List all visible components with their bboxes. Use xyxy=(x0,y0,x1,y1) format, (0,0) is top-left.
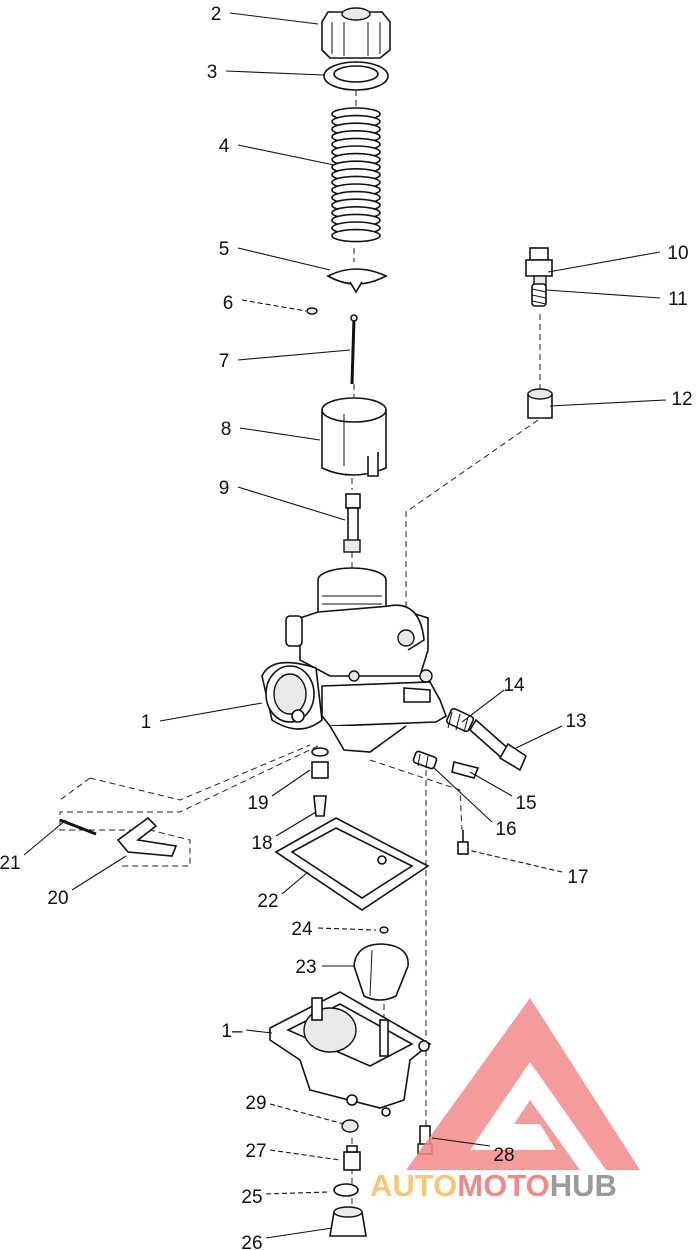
callout-leader-line xyxy=(275,811,317,837)
starter-plunger xyxy=(527,388,553,419)
callout-number: 7 xyxy=(219,351,230,372)
callout-number: 6 xyxy=(223,293,234,314)
callout-number: 21 xyxy=(0,853,21,874)
cable-adjuster xyxy=(525,247,553,287)
callout-number: 5 xyxy=(219,239,230,260)
callout-number: 16 xyxy=(495,819,516,840)
logo-text-moto: MOTO xyxy=(457,1168,549,1203)
callout-number: 4 xyxy=(219,136,230,157)
callout-leader-line xyxy=(23,819,67,856)
callout-number: 3 xyxy=(207,62,218,83)
callout-number: 13 xyxy=(565,711,586,732)
callout-number: 27 xyxy=(245,1141,266,1162)
main-jet-washer xyxy=(379,926,389,934)
svg-text:AUTOMOTOHUB: AUTOMOTOHUB xyxy=(370,1168,617,1203)
callout-number: 26 xyxy=(241,1233,262,1250)
callout-layer: 11–2345678910111213141516171819202122232… xyxy=(0,4,693,1250)
callout-leader-line xyxy=(71,855,127,891)
main-jet xyxy=(343,1145,361,1171)
idle-adjust-screw xyxy=(468,718,527,772)
callout-leader-line xyxy=(239,427,321,441)
callout-number: 12 xyxy=(671,389,692,410)
callout-number: 11 xyxy=(668,289,688,310)
needle-retainer-plate xyxy=(326,268,388,294)
callout-leader-line xyxy=(431,1137,491,1147)
callout-number: 24 xyxy=(291,919,313,940)
top-cap xyxy=(321,7,391,59)
callout-leader-line xyxy=(237,144,335,166)
spring-coil xyxy=(331,228,381,243)
callout-leader-line xyxy=(245,1029,273,1034)
float-needle-valve xyxy=(313,795,327,817)
drain-washer xyxy=(341,1119,359,1133)
callout-leader-line xyxy=(549,399,667,407)
callout-number: 2 xyxy=(211,4,222,25)
throttle-valve xyxy=(321,397,387,477)
callout-leader-line xyxy=(547,251,661,273)
callout-number: 9 xyxy=(219,478,230,499)
callout-number: 10 xyxy=(667,243,688,264)
logo-triangle-mark xyxy=(406,998,640,1170)
logo-text-auto: AUTO xyxy=(370,1168,457,1203)
callout-leader-line xyxy=(271,769,311,797)
callout-leader-line xyxy=(281,871,309,895)
callout-number: 8 xyxy=(221,419,232,440)
carburetor-body xyxy=(261,567,447,753)
callout-leader-line xyxy=(225,70,325,76)
callout-number: 17 xyxy=(567,867,588,888)
body-screw xyxy=(457,830,469,855)
adjuster-spring xyxy=(531,283,547,307)
callout-number: 28 xyxy=(493,1145,514,1166)
float-pin xyxy=(59,818,97,836)
needle-clip xyxy=(306,307,318,315)
callout-number: 1– xyxy=(221,1021,243,1042)
callout-number: 1 xyxy=(141,712,152,733)
callout-leader-line xyxy=(269,1103,345,1125)
float-valve-seat xyxy=(311,747,329,779)
cap-gasket xyxy=(323,61,389,91)
plug-washer xyxy=(333,1183,359,1197)
logo-text-hub: HUB xyxy=(550,1168,617,1203)
callout-number: 23 xyxy=(295,957,316,978)
callout-leader-line xyxy=(515,725,563,749)
callout-leader-line xyxy=(265,1227,333,1239)
callout-leader-line xyxy=(241,299,307,312)
float-bowl-gasket xyxy=(274,817,430,911)
float-arm xyxy=(116,816,178,857)
callout-number: 29 xyxy=(245,1093,266,1114)
drain-plug xyxy=(329,1206,367,1237)
automotohub-logo: AUTOMOTOHUB xyxy=(370,998,640,1203)
callout-leader-line xyxy=(265,1191,329,1195)
callout-leader-line xyxy=(237,247,331,271)
callout-number: 20 xyxy=(47,888,68,909)
callout-number: 15 xyxy=(515,793,536,814)
callout-leader-line xyxy=(433,767,493,823)
callout-leader-line xyxy=(467,849,563,873)
callout-leader-line xyxy=(317,927,377,931)
assembly-axis-lines xyxy=(59,90,541,1220)
idle-screw-spring xyxy=(445,707,475,733)
callout-leader-line xyxy=(159,702,263,722)
callout-leader-line xyxy=(461,689,505,723)
callout-number: 14 xyxy=(503,675,525,696)
throttle-spring xyxy=(331,107,381,243)
callout-number: 18 xyxy=(251,833,272,854)
callout-leader-line xyxy=(237,349,351,361)
float-bowl xyxy=(269,991,432,1117)
callout-leader-line xyxy=(545,289,661,299)
jet-needle xyxy=(350,314,358,385)
callout-leader-line xyxy=(237,486,346,521)
callout-leader-line xyxy=(229,12,319,25)
needle-jet xyxy=(343,493,361,553)
callout-number: 22 xyxy=(257,891,278,912)
callout-leader-line xyxy=(269,1149,341,1161)
callout-number: 19 xyxy=(247,793,268,814)
float xyxy=(353,943,409,1001)
callout-number: 25 xyxy=(241,1187,262,1208)
callout-leader-line xyxy=(469,771,513,797)
pilot-air-screw xyxy=(451,761,480,779)
pilot-screw-spring xyxy=(412,750,438,770)
